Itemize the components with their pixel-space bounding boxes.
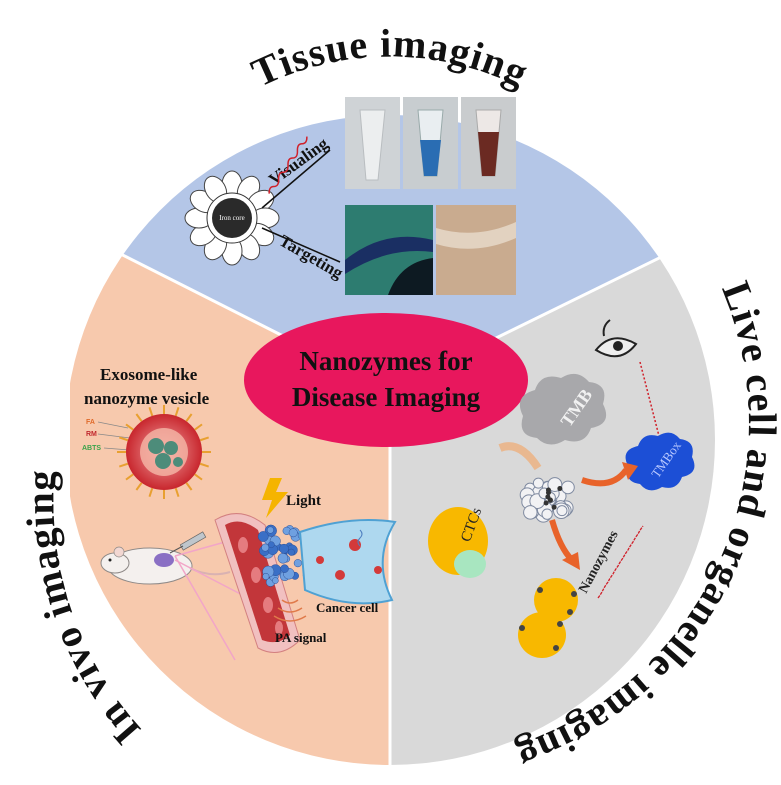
ctc-cells bbox=[428, 507, 488, 578]
vesicle-title-line2: nanozyme vesicle bbox=[84, 389, 210, 408]
iron-core-label: Iron core bbox=[219, 214, 244, 222]
fa-label: FA bbox=[86, 419, 95, 426]
pa-signal-icon bbox=[273, 599, 307, 622]
nanozyme-particle-cluster bbox=[519, 477, 575, 523]
center-ellipse bbox=[244, 313, 528, 447]
rm-label: RM bbox=[86, 431, 97, 438]
abts-label: ABTS bbox=[82, 445, 101, 452]
center-title-line1: Nanozymes for bbox=[299, 346, 472, 376]
mouse-icon bbox=[100, 546, 231, 585]
vesicle-title-line1: Exosome-like bbox=[100, 365, 198, 384]
cancer-cell-label: Cancer cell bbox=[316, 600, 379, 615]
vesicle-icon bbox=[117, 405, 211, 499]
tissue-title: Tissue imaging bbox=[245, 20, 536, 95]
light-label: Light bbox=[286, 493, 321, 509]
cell-icon bbox=[298, 518, 397, 605]
iron-core-icon: Iron core bbox=[184, 170, 280, 266]
syringe-icon bbox=[169, 531, 207, 554]
tagged-cells bbox=[518, 578, 578, 658]
eye-icon bbox=[594, 319, 638, 358]
center-title-line2: Disease Imaging bbox=[292, 382, 481, 412]
tube-photos bbox=[345, 97, 516, 189]
tmb-cloud-icon bbox=[519, 373, 607, 445]
reaction-arrows bbox=[498, 442, 638, 570]
tissue-photos bbox=[345, 205, 516, 295]
pa-signal-label: PA signal bbox=[275, 630, 327, 645]
tmbox-cloud-icon bbox=[625, 432, 695, 491]
lightning-icon bbox=[262, 478, 288, 518]
